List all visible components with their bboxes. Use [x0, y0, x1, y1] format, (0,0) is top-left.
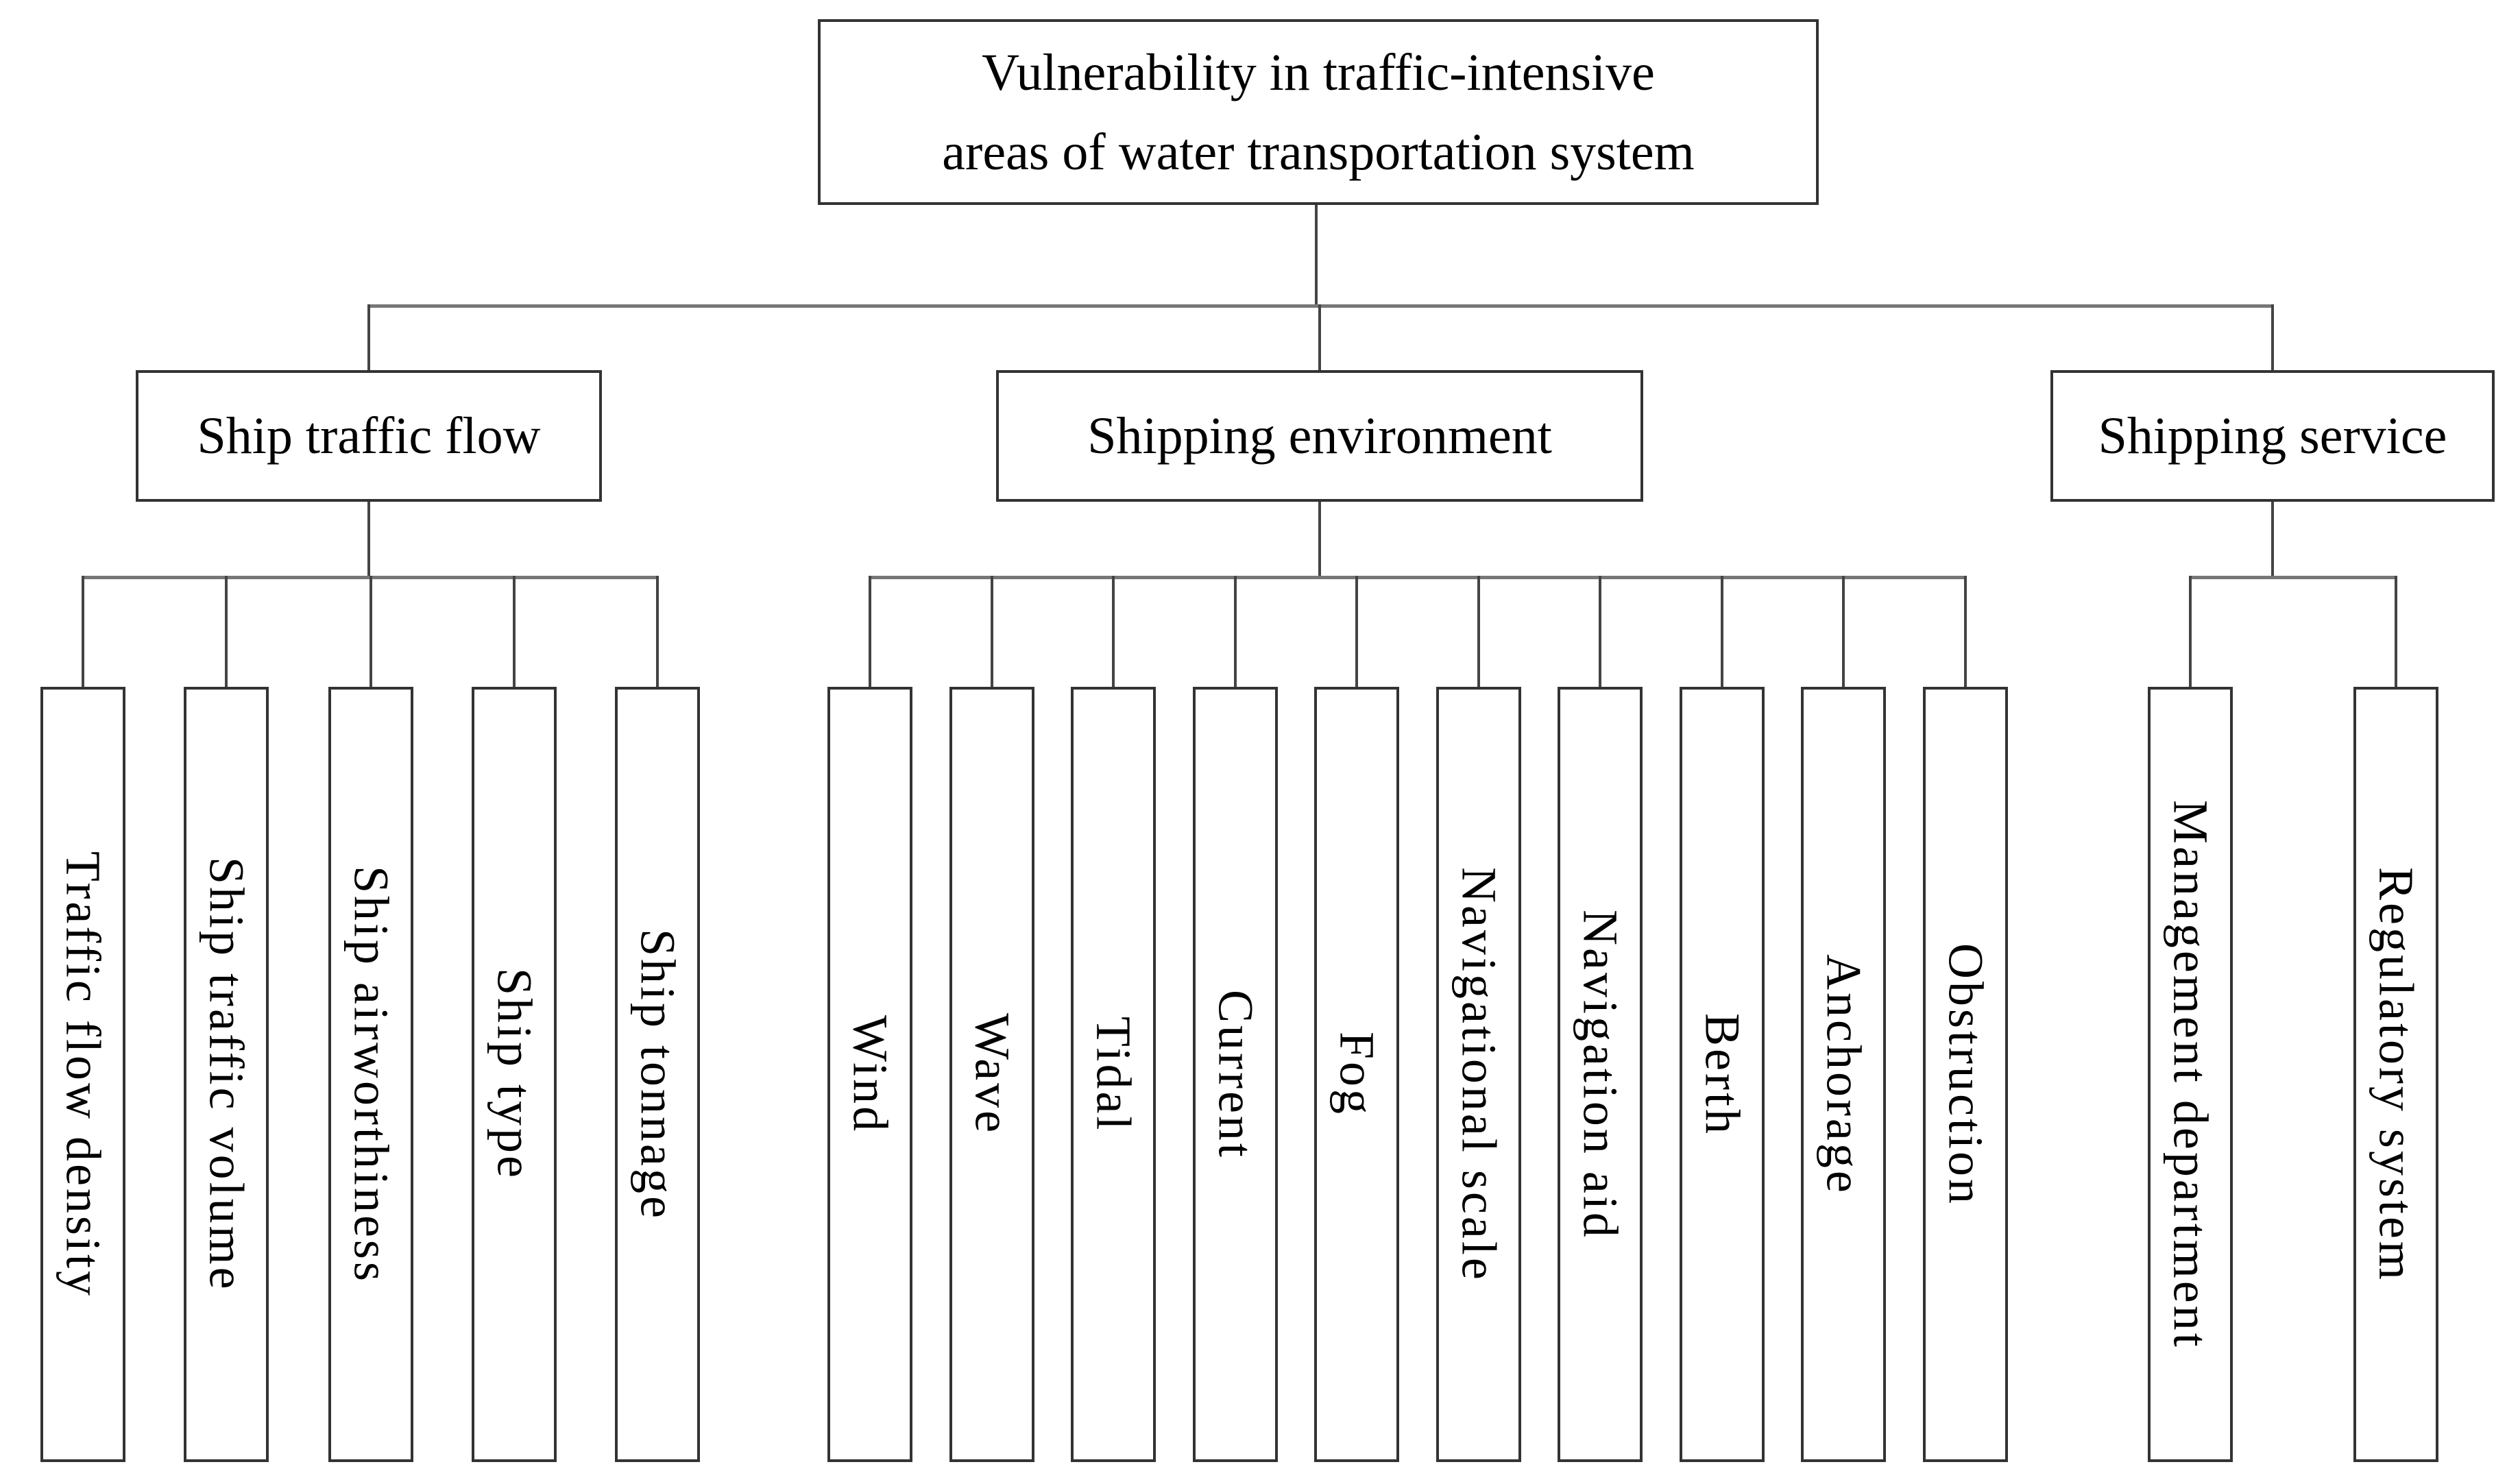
- leaf-label: Management department: [2163, 799, 2218, 1350]
- branch-node-shipping-service: Shipping service: [2050, 370, 2495, 502]
- branch-node-ship-traffic-flow: Ship traffic flow: [136, 370, 602, 502]
- connector-branch-drop-ship-traffic-flow: [367, 304, 370, 370]
- leaf-label: Fog: [1329, 1032, 1385, 1117]
- leaf-label: Navigational scale: [1451, 866, 1507, 1282]
- branch-label: Shipping environment: [1087, 406, 1552, 465]
- leaf-node-navigational-scale: Navigational scale: [1436, 687, 1521, 1462]
- leaf-label: Ship type: [487, 968, 542, 1181]
- leaf-node-current: Current: [1193, 687, 1278, 1462]
- connector-branch-drop-shipping-environment: [1318, 304, 1321, 370]
- leaf-label: Current: [1208, 989, 1263, 1160]
- leaf-label: Ship airworthiness: [343, 865, 399, 1284]
- connector-group2-drop: [1318, 502, 1321, 579]
- connector-leaf-stub: [869, 576, 871, 687]
- root-title-line-2: areas of water transportation system: [942, 123, 1695, 181]
- leaf-label: Wind: [843, 1014, 898, 1134]
- connector-leaf-stub: [1721, 576, 1723, 687]
- leaf-label: Berth: [1695, 1012, 1750, 1136]
- connector-leaf-stub: [1112, 576, 1115, 687]
- leaf-node-berth: Berth: [1680, 687, 1765, 1462]
- connector-branch-drop-shipping-service: [2271, 304, 2274, 370]
- connector-leaf-stub: [991, 576, 993, 687]
- connector-root-drop: [1315, 205, 1318, 307]
- leaf-node-management-department: Management department: [2148, 687, 2233, 1462]
- connector-leaf-stub: [2395, 576, 2397, 687]
- connector-group1-drop: [367, 502, 370, 579]
- leaf-label: Anchorage: [1816, 953, 1872, 1195]
- leaf-node-wave: Wave: [949, 687, 1034, 1462]
- root-node-title: Vulnerability in traffic-intensive areas…: [818, 19, 1819, 205]
- connector-leaf-stub: [82, 576, 84, 687]
- branch-label: Ship traffic flow: [197, 406, 541, 465]
- connector-leaf-stub: [370, 576, 372, 687]
- connector-group3-bus: [2189, 576, 2397, 579]
- leaf-node-ship-traffic-volume: Ship traffic volume: [184, 687, 269, 1462]
- leaf-label: Navigation aid: [1573, 909, 1628, 1240]
- connector-leaf-stub: [1599, 576, 1601, 687]
- connector-level1-bus: [370, 304, 2274, 308]
- connector-group2-bus: [869, 576, 1967, 579]
- leaf-label: Wave: [965, 1013, 1020, 1136]
- leaf-label: Ship tonnage: [630, 928, 686, 1221]
- leaf-label: Regulatory system: [2369, 866, 2424, 1282]
- leaf-node-obstruction: Obstruction: [1923, 687, 2008, 1462]
- leaf-label: Traffic flow density: [56, 851, 111, 1298]
- leaf-node-regulatory-system: Regulatory system: [2353, 687, 2438, 1462]
- leaf-label: Obstruction: [1938, 942, 1994, 1206]
- leaf-node-traffic-flow-density: Traffic flow density: [40, 687, 125, 1462]
- connector-leaf-stub: [2189, 576, 2192, 687]
- connector-leaf-stub: [1355, 576, 1358, 687]
- connector-leaf-stub: [1477, 576, 1480, 687]
- root-title-line-1: Vulnerability in traffic-intensive: [982, 43, 1655, 101]
- connector-group3-drop: [2271, 502, 2274, 579]
- leaf-node-ship-type: Ship type: [472, 687, 557, 1462]
- leaf-node-navigation-aid: Navigation aid: [1558, 687, 1643, 1462]
- connector-leaf-stub: [1842, 576, 1845, 687]
- leaf-node-tidal: Tidal: [1071, 687, 1156, 1462]
- connector-leaf-stub: [1964, 576, 1967, 687]
- leaf-node-anchorage: Anchorage: [1801, 687, 1886, 1462]
- leaf-node-ship-tonnage: Ship tonnage: [615, 687, 700, 1462]
- leaf-node-wind: Wind: [827, 687, 912, 1462]
- connector-leaf-stub: [225, 576, 228, 687]
- connector-leaf-stub: [1234, 576, 1237, 687]
- branch-node-shipping-environment: Shipping environment: [996, 370, 1643, 502]
- connector-leaf-stub: [513, 576, 516, 687]
- leaf-node-ship-airworthiness: Ship airworthiness: [328, 687, 413, 1462]
- leaf-label: Tidal: [1086, 1016, 1141, 1133]
- leaf-label: Ship traffic volume: [199, 857, 254, 1292]
- connector-leaf-stub: [656, 576, 659, 687]
- leaf-node-fog: Fog: [1314, 687, 1399, 1462]
- branch-label: Shipping service: [2098, 406, 2447, 465]
